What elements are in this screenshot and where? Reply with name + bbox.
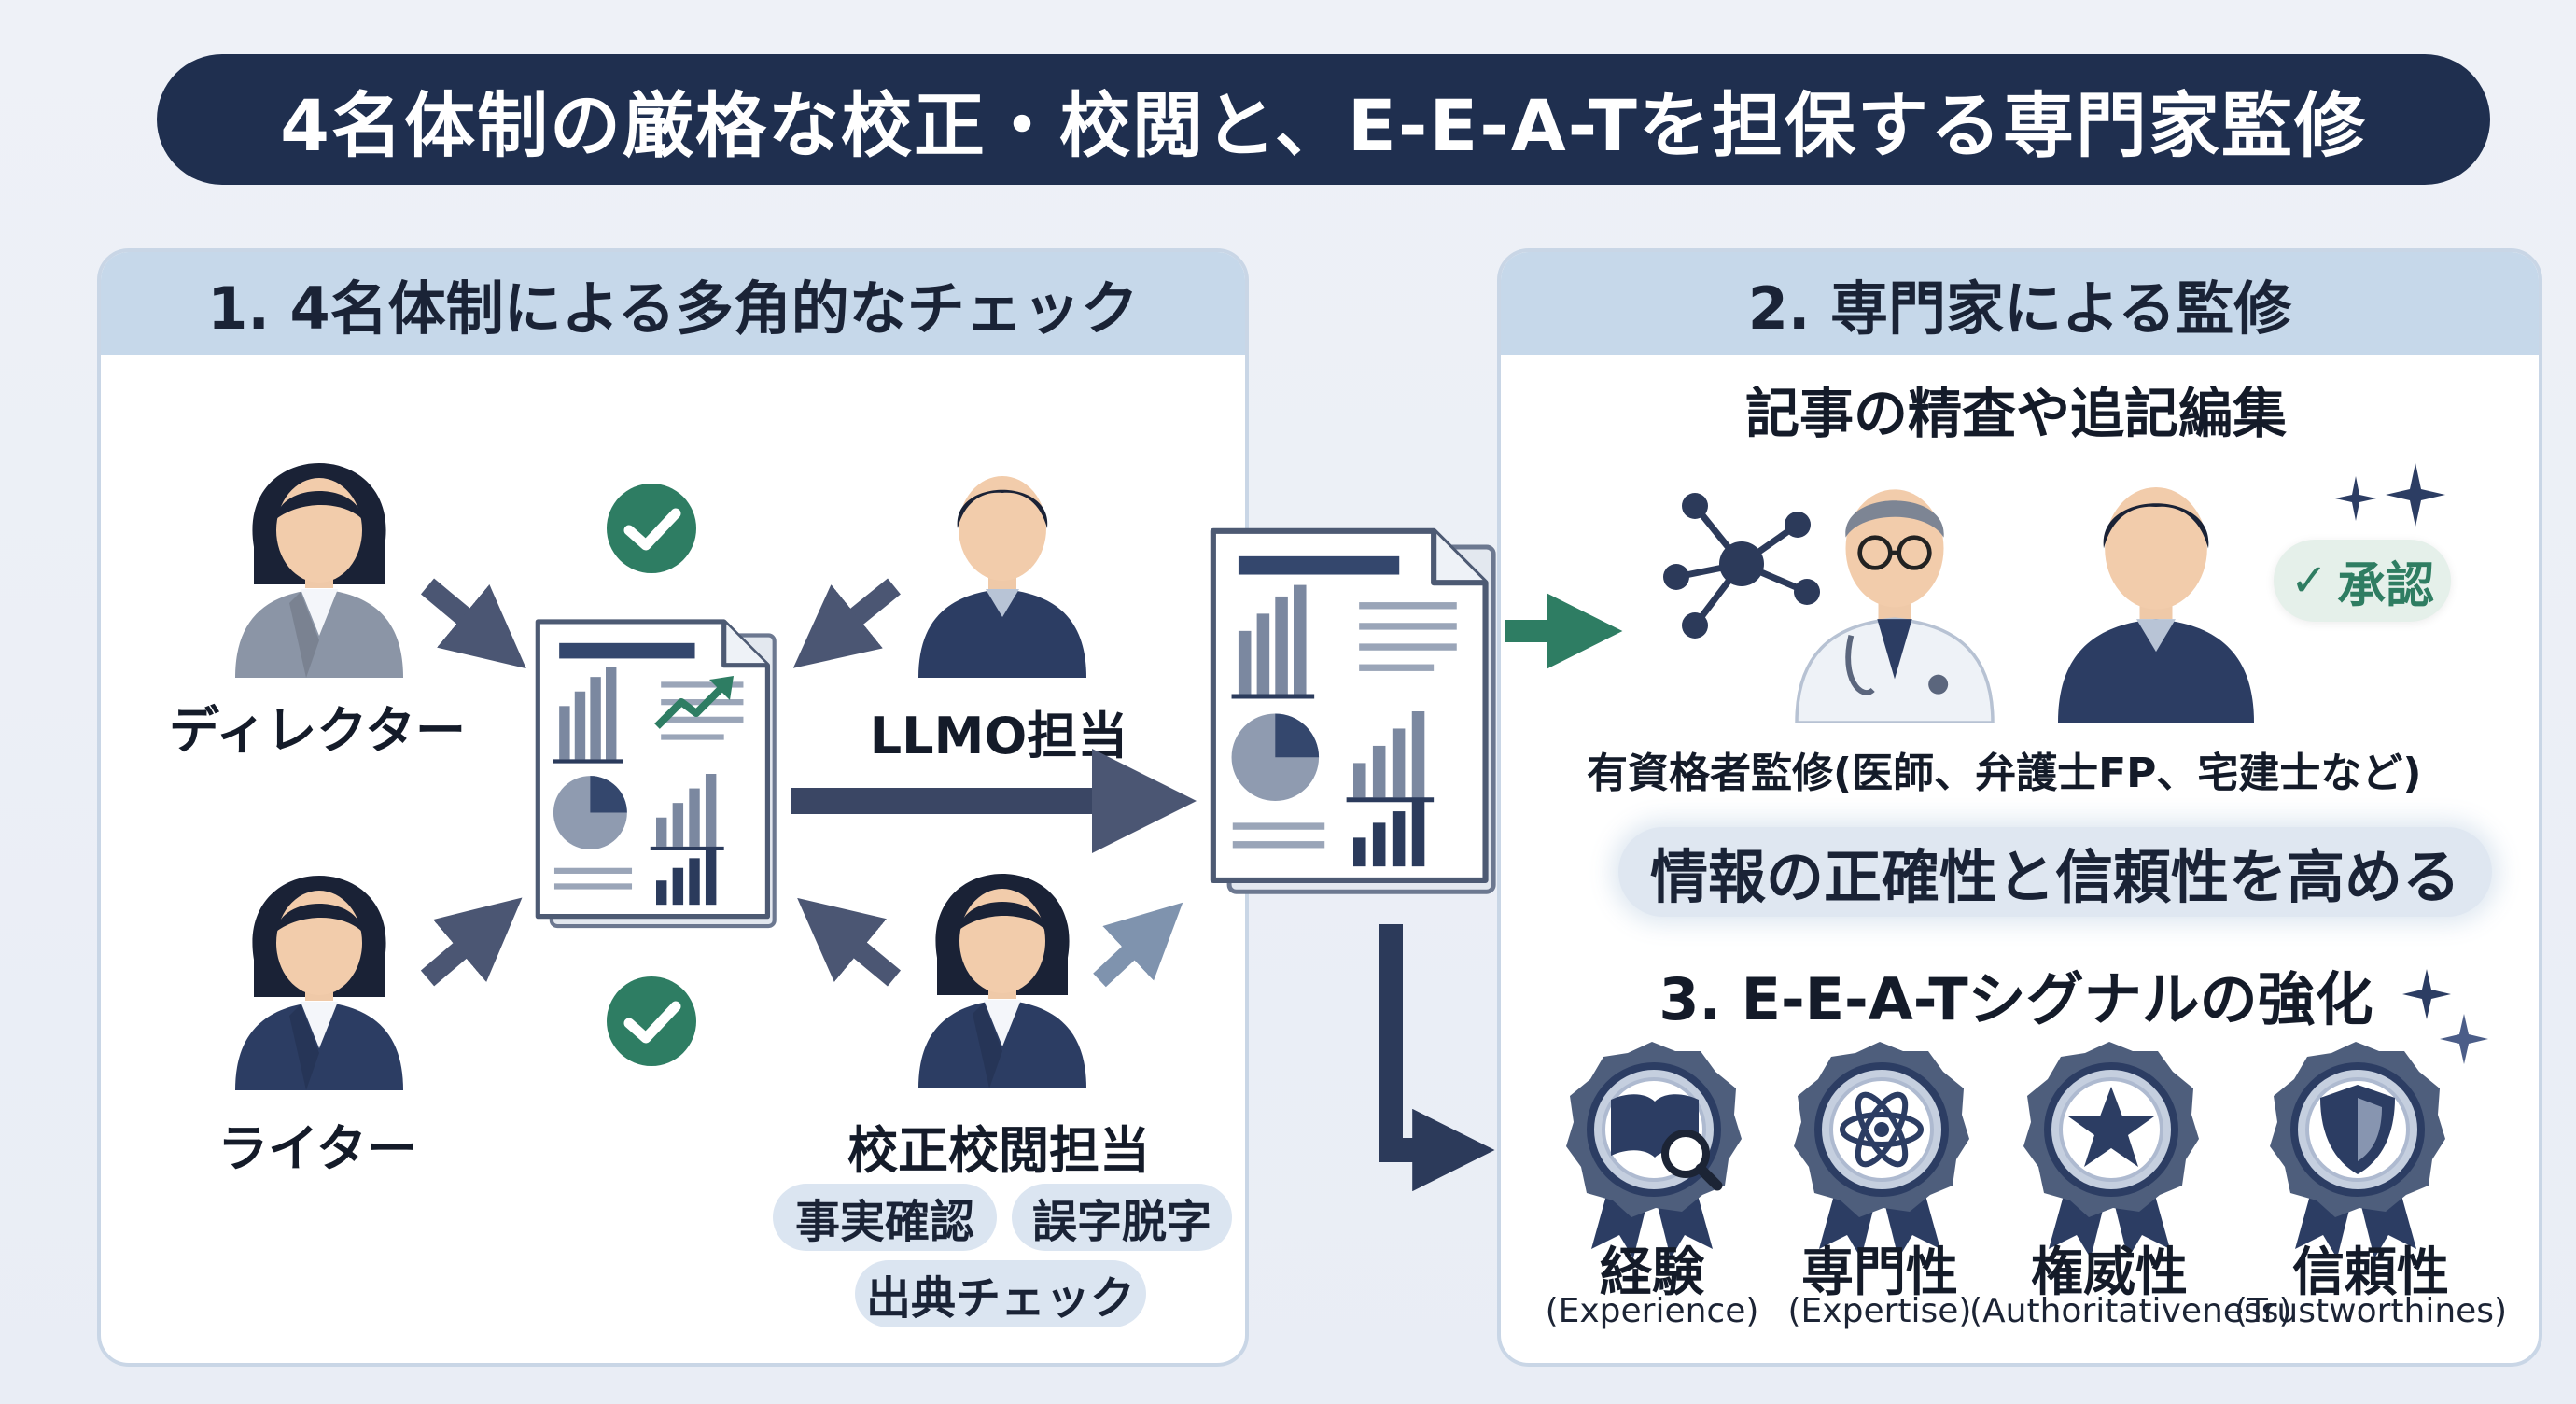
final-document-icon <box>1204 515 1503 907</box>
check-circle-icon <box>607 484 696 573</box>
arrow-final-to-eeat <box>1379 924 1495 1192</box>
book-magnifier-icon <box>1611 1094 1723 1191</box>
network-icon <box>1663 493 1820 639</box>
badge-label-authoritativeness: 権威性 <box>2031 1243 2188 1303</box>
star-icon <box>2068 1087 2154 1167</box>
page-title: 4名体制の厳格な校正・校閲と、E-E-A-Tを担保する専門家監修 <box>280 84 2367 167</box>
arrow-proofreader-to-final <box>1093 902 1183 988</box>
badge-label-expertise: 専門性 <box>1801 1243 1958 1303</box>
result-pill: 情報の正確性と信頼性を高める <box>1618 827 2492 917</box>
supervisor-qualifications: 有資格者監修(医師、弁護士FP、宅建士など) <box>1587 750 2422 797</box>
tag-typo-check: 誤字脱字 <box>1012 1184 1232 1251</box>
section1-heading: 1. 4名体制による多角的なチェック <box>101 252 1245 355</box>
badge-sub-authoritativeness: (Authoritativeness) <box>1969 1292 2292 1330</box>
tag-source-check: 出典チェック <box>855 1260 1146 1327</box>
tag-fact-check: 事実確認 <box>773 1184 997 1251</box>
llmo-label: LLMO担当 <box>869 707 1128 765</box>
arrow-director-to-doc <box>420 578 526 669</box>
shield-icon <box>2320 1085 2395 1174</box>
atom-icon <box>1840 1091 1924 1168</box>
check-circle-icon <box>607 976 696 1066</box>
approve-badge: ✓ 承認 <box>2274 540 2451 622</box>
lawyer-avatar <box>2044 461 2268 723</box>
doctor-avatar <box>1795 489 1995 723</box>
badge-label-experience: 経験 <box>1600 1243 1704 1303</box>
badge-sub-expertise: (Expertise) <box>1787 1292 1972 1330</box>
title-banner: 4名体制の厳格な校正・校閲と、E-E-A-Tを担保する専門家監修 <box>157 54 2490 185</box>
proofreader-label: 校正校閲担当 <box>847 1121 1150 1180</box>
badge-sub-experience: (Experience) <box>1545 1292 1759 1330</box>
arrow-writer-to-doc <box>420 897 523 987</box>
section2-heading: 2. 専門家による監修 <box>1501 252 2539 355</box>
section2-subheading: 記事の精査や追記編集 <box>1744 382 2287 445</box>
director-label: ディレクター <box>168 701 467 760</box>
approve-label: 承認 <box>2337 557 2435 614</box>
sparkle-icon <box>2402 969 2488 1064</box>
sparkle-icon <box>2335 463 2445 526</box>
arrow-proofreader-to-doc <box>797 897 902 987</box>
badge-sub-trustworthiness: (Trustworthines) <box>2233 1292 2508 1330</box>
arrow-llmo-to-doc <box>792 578 901 668</box>
trend-arrow-icon <box>654 676 734 729</box>
section2-panel: 2. 専門家による監修 <box>1497 248 2542 1367</box>
section3-heading: 3. E-E-A-Tシグナルの強化 <box>1659 965 2373 1033</box>
writer-label: ライター <box>217 1119 417 1178</box>
check-icon: ✓ <box>2289 555 2329 607</box>
badge-label-trustworthiness: 信頼性 <box>2292 1243 2449 1303</box>
